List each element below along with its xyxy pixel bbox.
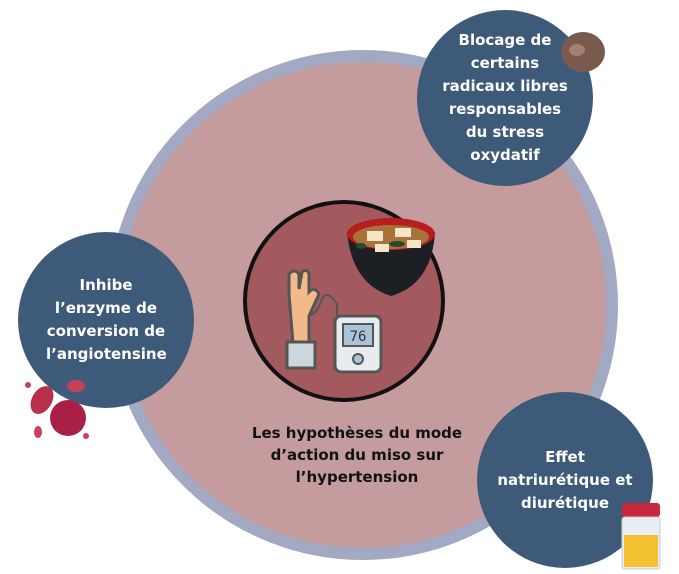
blood-pressure-monitor-icon: 76 (333, 314, 383, 374)
bubble-free-radicals: Blocage de certains radicaux libres resp… (417, 10, 593, 186)
miso-bowl-icon (347, 218, 435, 296)
bubble-text: Effet natriurétique et diurétique (497, 447, 633, 512)
svg-text:76: 76 (350, 329, 367, 345)
bubble-text: Blocage de certains radicaux libres resp… (442, 31, 568, 164)
bubble-text: Inhibe l’enzyme de conversion de l’angio… (46, 276, 167, 363)
diagram-title: Les hypothèses du mode d’action du miso … (251, 424, 463, 486)
miso-paste-icon (561, 32, 605, 72)
central-circle: 76 (243, 200, 445, 402)
urine-sample-jar-icon (621, 503, 661, 570)
hand-cuff-icon (285, 268, 338, 370)
bubble-ace-inhibition: Inhibe l’enzyme de conversion de l’angio… (18, 232, 194, 408)
red-blood-cells-icon (25, 380, 89, 439)
miso-and-blood-pressure-icon: 76 (285, 218, 435, 374)
